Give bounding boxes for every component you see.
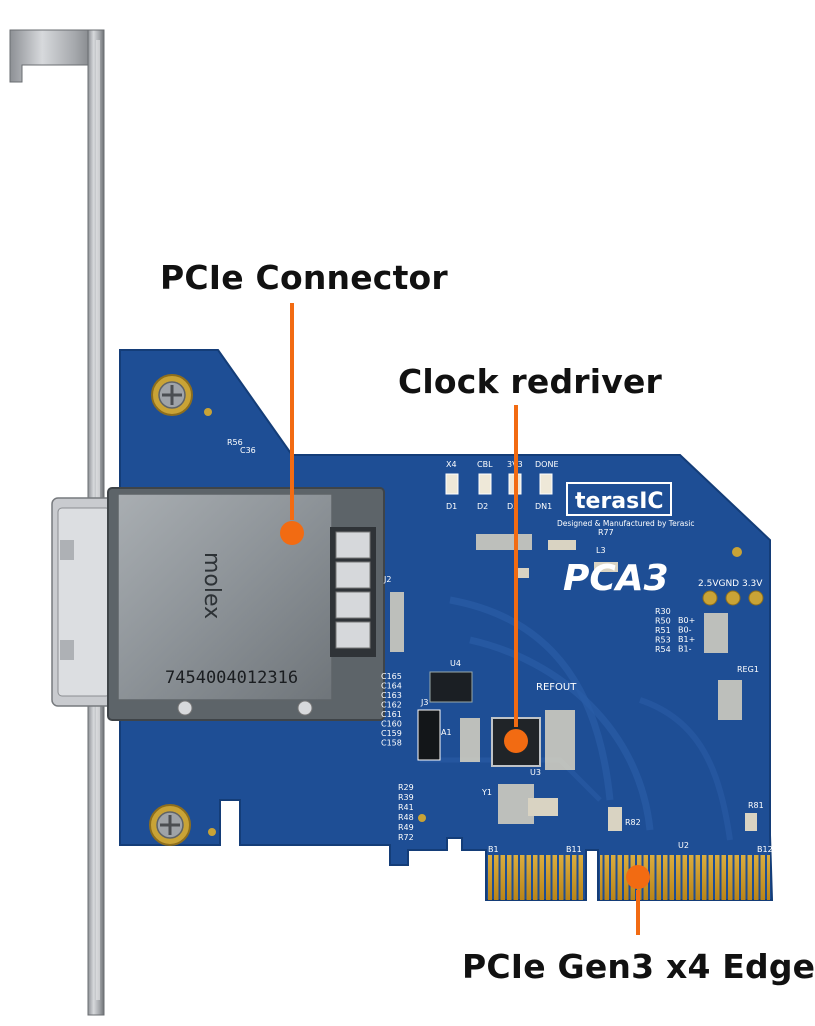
- vendor-logo-text: terasIC: [575, 489, 664, 514]
- cap-designator: C158: [381, 739, 402, 748]
- refclk-label: REFOUT: [536, 682, 577, 693]
- product-photo: terasIC Designed & Manufactured by Teras…: [9, 29, 774, 1016]
- ref-designator: U2: [678, 841, 689, 850]
- connector-serial: 7454004012316: [165, 668, 298, 688]
- ref-designator: R41: [398, 803, 414, 812]
- callout-pcie-edge: PCIe Gen3 x4 Edge: [462, 947, 815, 986]
- ref-designator: R72: [398, 833, 414, 842]
- board-model: PCA3: [563, 558, 669, 599]
- smd-components: [390, 534, 757, 831]
- callout-redriver-marker: [504, 405, 528, 753]
- chip-u4: [429, 671, 473, 703]
- lane-label: B0+: [678, 616, 695, 625]
- ref-designator: R56: [227, 438, 243, 447]
- res-designator: R54: [655, 645, 671, 654]
- ref-designator: U4: [450, 659, 461, 668]
- led-label: X4: [446, 460, 457, 469]
- screw-top: [151, 374, 193, 416]
- vias: [204, 408, 742, 836]
- connector-j3: [417, 709, 441, 761]
- ref-designator: L3: [596, 546, 606, 555]
- ref-designator: R49: [398, 823, 414, 832]
- callout-connector-marker: [280, 303, 304, 545]
- callout-edge-marker: [626, 865, 650, 935]
- ref-designator: R39: [398, 793, 414, 802]
- ref-designator: R48: [398, 813, 414, 822]
- led-label: DONE: [535, 460, 559, 469]
- callout-pcie-connector: PCIe Connector: [160, 258, 448, 297]
- cap-designator: C159: [381, 729, 402, 738]
- ref-designator: Y1: [481, 788, 492, 797]
- cap-designator: C165: [381, 672, 402, 681]
- power-header-label: 2.5VGND 3.3V: [698, 579, 763, 589]
- callout-clock-redriver: Clock redriver: [398, 362, 663, 401]
- cap-designator: C164: [381, 682, 402, 691]
- connector-pins: [335, 531, 371, 649]
- led-ref: D2: [477, 502, 488, 511]
- ref-designator: R81: [748, 801, 764, 810]
- vendor-tagline: Designed & Manufactured by Terasic: [557, 519, 695, 528]
- led-label: CBL: [477, 460, 493, 469]
- ref-designator: B1: [488, 845, 499, 854]
- pcie-cable-connector: [107, 487, 385, 721]
- ref-designator: U3: [530, 768, 541, 777]
- led-ref: D3: [507, 502, 518, 511]
- ref-designator: R82: [625, 818, 641, 827]
- cap-designator: C160: [381, 720, 402, 729]
- ref-designator: B11: [566, 845, 582, 854]
- lane-labels: B0+B0-B1+B1-: [678, 616, 695, 654]
- external-connector-housing: [51, 497, 123, 707]
- led-ref: D1: [446, 502, 457, 511]
- lane-label: B1-: [678, 645, 692, 654]
- vendor-logo: [566, 482, 672, 516]
- res-designator: R50: [655, 617, 671, 626]
- ref-designator: J2: [383, 575, 391, 584]
- cap-designator: C163: [381, 691, 402, 700]
- lane-label: B0-: [678, 626, 692, 635]
- ref-designator: R29: [398, 783, 414, 792]
- ref-designator: R77: [598, 528, 614, 537]
- cap-designator: C161: [381, 710, 402, 719]
- led-ref: DN1: [535, 502, 552, 511]
- ref-designator: J3: [420, 698, 428, 707]
- power-header: [702, 590, 764, 606]
- ref-designator: B12: [757, 845, 773, 854]
- res-designator: R53: [655, 636, 671, 645]
- lane-label: B1+: [678, 635, 695, 644]
- led-refs: D1 D2 D3 DN1: [446, 502, 552, 511]
- res-designator: R30: [655, 607, 671, 616]
- cap-designator: C162: [381, 701, 402, 710]
- ref-designators: J2J3U4U3U2Y1A1R56C36L3R77REG1R29R39R41R4…: [227, 438, 773, 854]
- ref-designator: C36: [240, 446, 256, 455]
- screw-bottom: [149, 804, 191, 846]
- res-designator: R51: [655, 626, 671, 635]
- ref-designator: A1: [441, 728, 452, 737]
- connector-brand: molex: [199, 552, 224, 619]
- ref-designator: REG1: [737, 665, 759, 674]
